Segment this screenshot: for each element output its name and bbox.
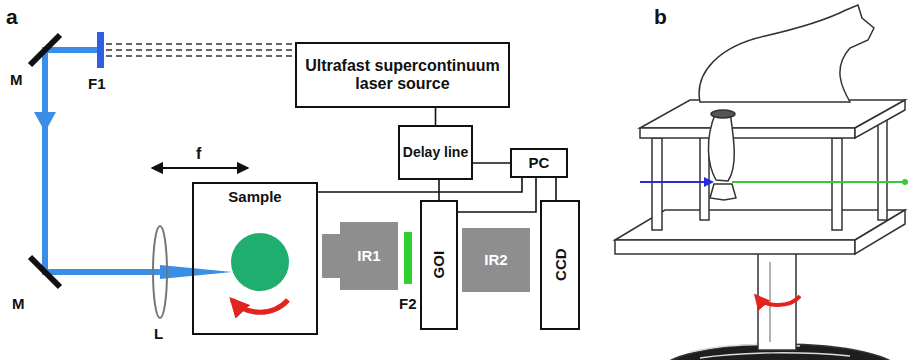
excitation-beam xyxy=(640,181,712,183)
filter-label: F1 xyxy=(88,76,106,91)
connector-line xyxy=(458,178,536,212)
delay-line-box: Delay line xyxy=(398,125,473,180)
emission-end xyxy=(902,179,908,185)
laser-source-box: Ultrafast supercontinuum laser source xyxy=(295,42,510,108)
camera-ir1: IR1 xyxy=(340,222,398,290)
leg-holder xyxy=(710,184,736,200)
mirror xyxy=(30,257,60,287)
bottom-plate-edge xyxy=(615,240,855,254)
leg xyxy=(832,138,842,230)
leg xyxy=(652,138,662,230)
connector-line xyxy=(438,180,440,200)
goi-box: GOI xyxy=(420,200,458,330)
dashed-beam xyxy=(106,49,300,51)
beam-direction xyxy=(34,112,56,132)
node-text: Sample xyxy=(228,188,281,205)
emission-path xyxy=(732,181,904,183)
panel-letter: a xyxy=(6,6,18,27)
focal-length-label: f xyxy=(196,146,201,162)
node-text: Delay line xyxy=(403,144,468,160)
connector-line xyxy=(435,108,437,125)
rotation-arrow xyxy=(232,300,288,312)
sample-box: Sample xyxy=(192,182,318,335)
dashed-beam xyxy=(106,43,300,45)
mirror xyxy=(30,35,60,65)
panel-letter: b xyxy=(654,6,667,27)
dashed-beam xyxy=(106,55,300,57)
filter-f2 xyxy=(404,232,412,284)
top-plate-edge xyxy=(640,128,855,138)
post-shade xyxy=(769,262,771,342)
laser-beam xyxy=(45,50,160,272)
stage-drawing xyxy=(615,5,905,360)
connector-line xyxy=(318,178,522,192)
mirror-label: M xyxy=(12,296,25,311)
platform-hole xyxy=(711,110,735,118)
pc-box: PC xyxy=(510,148,568,178)
connector-line xyxy=(555,178,557,200)
focal-length-arrow xyxy=(152,167,248,169)
connector-line xyxy=(473,162,510,164)
filter-label: F2 xyxy=(399,296,417,311)
filter-f1 xyxy=(97,32,104,68)
rotation-arrow xyxy=(756,296,800,305)
node-text: IR1 xyxy=(357,247,380,264)
animal-leg xyxy=(708,112,734,181)
camera-ir2: IR2 xyxy=(462,228,530,292)
node-text: PC xyxy=(529,154,550,171)
sample-sphere xyxy=(231,233,289,291)
node-text: GOI xyxy=(430,251,447,279)
camera-lens-body xyxy=(322,234,342,278)
focused-beam xyxy=(160,265,232,279)
node-text: IR2 xyxy=(484,251,507,268)
lens xyxy=(153,226,167,318)
lens-label: L xyxy=(154,326,163,341)
ccd-box: CCD xyxy=(540,200,580,330)
node-text: CCD xyxy=(551,249,568,282)
laser-output xyxy=(106,44,300,56)
mirror-label: M xyxy=(10,72,23,87)
top-plate-side xyxy=(855,100,905,138)
animal xyxy=(699,5,874,102)
node-text: Ultrafast supercontinuum laser source xyxy=(297,57,508,94)
